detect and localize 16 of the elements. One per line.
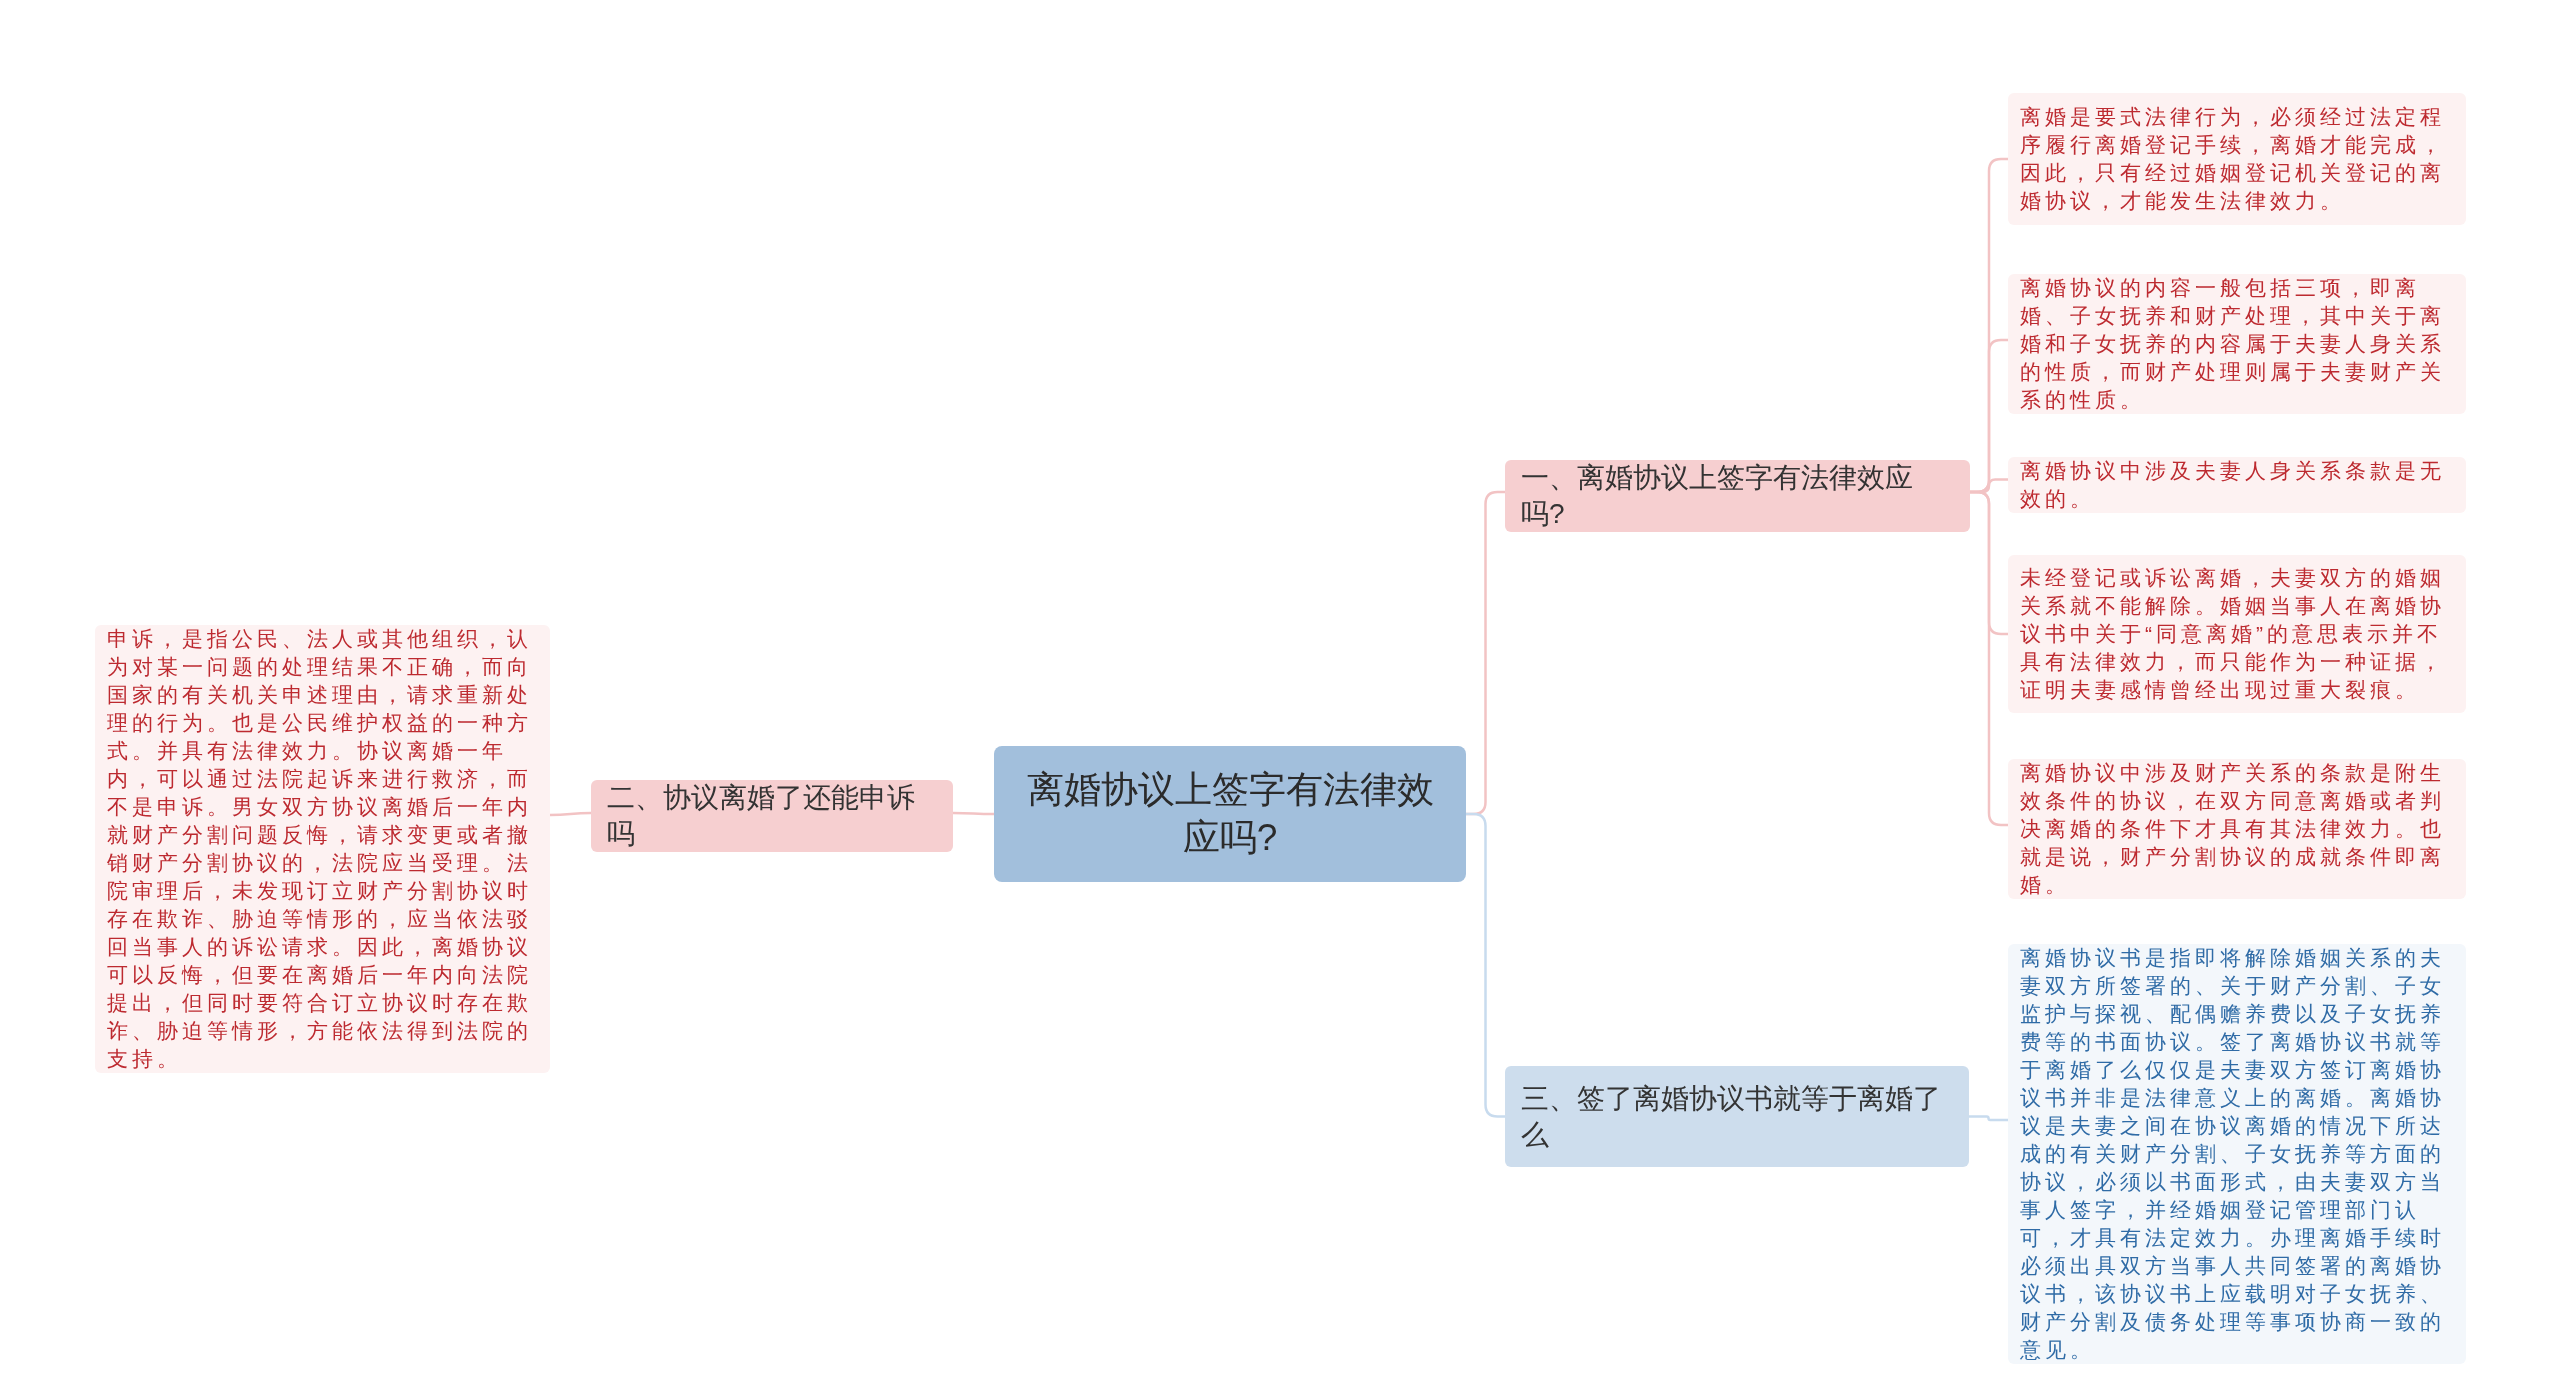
note-card: 离婚协议中涉及财产关系的条款是附生效条件的协议，在双方同意离婚或者判决离婚的条件下才具有其法律效力。也就是说，财产分割协议的成就条件即离婚。 [2008,759,2466,899]
branch-topic: 二、协议离婚了还能申诉吗 [591,780,953,852]
branch-topic: 一、离婚协议上签字有法律效应吗? [1505,460,1970,532]
note-card: 申诉，是指公民、法人或其他组织，认为对某一问题的处理结果不正确，而向国家的有关机关申述理由，请求重新处理的行为。也是公民维护权益的一种方式。并具有法律效力。协议离婚一年内，可以通过法院起诉来进行救济，而不是申诉。男女双方协议离婚后一年内就财产分割问题反悔，请求变更或者撤销财产分割协议的，法院应当受理。法院审理后，未发现订立财产分割协议时存在欺诈、胁迫等情形的，应当依法驳回当事人的诉讼请求。因此，离婚协议可以反悔，但要在离婚后一年内向法院提出，但同时要符合订立协议时存在欺诈、胁迫等情形，方能依法得到法院的支持。 [95,625,550,1073]
note-card: 离婚是要式法律行为，必须经过法定程序履行离婚登记手续，离婚才能完成，因此，只有经过婚姻登记机关登记的离婚协议，才能发生法律效力。 [2008,93,2466,225]
connector-line [1970,490,2008,827]
central-topic: 离婚协议上签字有法律效应吗? [994,746,1466,882]
connector-line [953,811,994,816]
note-card: 离婚协议中涉及夫妻人身关系条款是无效的。 [2008,457,2466,513]
note-card: 未经登记或诉讼离婚，夫妻双方的婚姻关系就不能解除。婚姻当事人在离婚协议书中关于“同意离婚”的意思表示并不具有法律效力，而只能作为一种证据，证明夫妻感情曾经出现过重大裂痕。 [2008,555,2466,713]
connector-line [550,811,591,817]
note-card: 离婚协议书是指即将解除婚姻关系的夫妻双方所签署的、关于财产分割、子女监护与探视、配偶赡养费以及子女抚养费等的书面协议。签了离婚协议书就等于离婚了么仅仅是夫妻双方签订离婚协议书并非是法律意义上的离婚。离婚协议是夫妻之间在协议离婚的情况下所达成的有关财产分割、子女抚养等方面的协议，必须以书面形式，由夫妻双方当事人签字，并经婚姻登记管理部门认可，才具有法定效力。办理离婚手续时必须出具双方当事人共同签署的离婚协议书，该协议书上应载明对子女抚养、财产分割及债务处理等事项协商一致的意见。 [2008,944,2466,1364]
note-card: 离婚协议的内容一般包括三项，即离婚、子女抚养和财产处理，其中关于离婚和子女抚养的内容属于夫妻人身关系的性质，而财产处理则属于夫妻财产关系的性质。 [2008,274,2466,414]
branch-topic: 三、签了离婚协议书就等于离婚了么 [1505,1066,1969,1167]
connector-line [1969,1115,2008,1122]
connector-line [1466,812,1505,1118]
